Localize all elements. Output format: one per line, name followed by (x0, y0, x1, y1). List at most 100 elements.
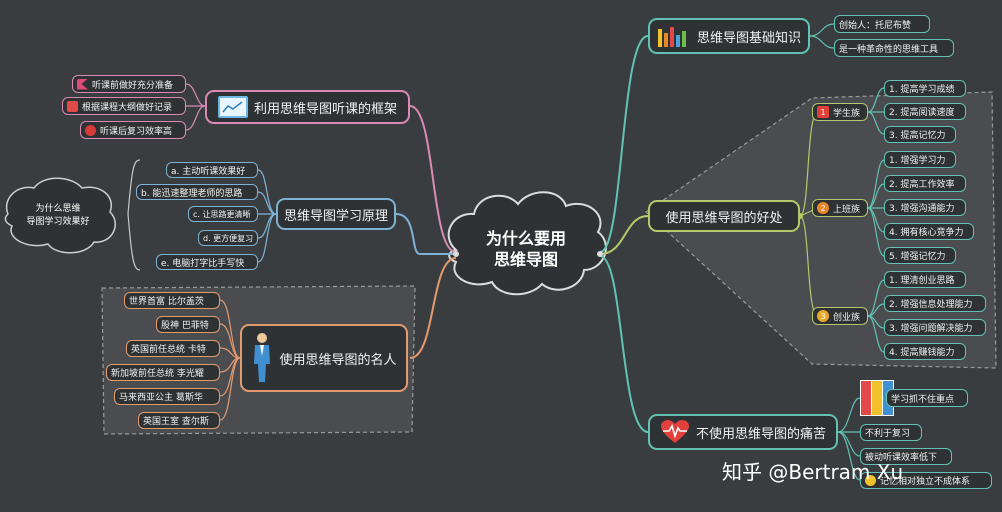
celebrities-title: 使用思维导图的名人 (279, 352, 397, 368)
worker-benefit-5[interactable]: 5. 增强记忆力 (884, 247, 956, 264)
principle-cloud-note: 为什么思维 导图学习效果好 (14, 203, 102, 229)
worker-benefit-1-label: 1. 增强学习力 (889, 156, 946, 166)
basics-item-1-label: 创始人：托尼布赞 (839, 20, 912, 31)
pain-item-1[interactable]: 学习抓不住重点 (886, 389, 968, 407)
group-founders[interactable]: 3 创业族 (812, 307, 868, 325)
celebrity-item-3-label: 英国前任总统 卡特 (131, 345, 206, 355)
founder-benefit-1[interactable]: 1. 理清创业思路 (884, 271, 966, 288)
central-topic-line-1: 为什么要用 (485, 229, 566, 248)
central-topic[interactable]: 为什么要用 思维导图 (470, 228, 582, 270)
student-benefit-1-label: 1. 提高学习成绩 (889, 85, 955, 95)
lightbulb-icon (865, 475, 876, 486)
founder-benefit-1-label: 1. 理清创业思路 (889, 276, 955, 286)
principle-item-c-label: c. 让思路更清晰 (193, 209, 251, 219)
worker-benefit-3-label: 3. 增强沟通能力 (889, 204, 955, 214)
group-founders-label: 创业族 (833, 312, 861, 323)
founder-benefit-2-label: 2. 增强信息处理能力 (889, 300, 973, 310)
worker-benefit-2-label: 2. 提高工作效率 (889, 180, 955, 190)
celebrity-item-2-label: 股神 巴菲特 (161, 321, 209, 331)
cloud-line-2: 导图学习效果好 (26, 217, 90, 227)
pain-title: 不使用思维导图的痛苦 (695, 426, 826, 442)
celebrity-item-6[interactable]: 英国王室 查尔斯 (138, 412, 220, 429)
framework-title: 利用思维导图听课的框架 (253, 101, 397, 117)
number-1-icon: 1 (817, 106, 829, 118)
record-icon (85, 124, 96, 136)
bar-chart-icon (657, 27, 686, 47)
student-benefit-1[interactable]: 1. 提高学习成绩 (884, 80, 966, 97)
monitor-chart-icon (217, 96, 248, 118)
worker-benefit-4[interactable]: 4. 拥有核心竞争力 (884, 223, 974, 240)
principle-item-b-label: b. 能迅速整理老师的思路 (141, 188, 243, 199)
principle-item-c[interactable]: c. 让思路更清晰 (188, 206, 258, 222)
framework-item-1-label: 听课前做好充分准备 (92, 80, 174, 91)
principle-item-b[interactable]: b. 能迅速整理老师的思路 (136, 184, 258, 200)
group-students-label: 学生族 (833, 108, 861, 119)
flag-icon (77, 78, 88, 90)
framework-topic[interactable]: 利用思维导图听课的框架 (205, 90, 410, 124)
pain-item-1-label: 学习抓不住重点 (891, 394, 955, 405)
framework-item-2-label: 根据课程大纲做好记录 (82, 102, 173, 113)
group-students[interactable]: 1 学生族 (812, 103, 868, 121)
pain-item-4[interactable]: 记忆相对独立不成体系 (860, 472, 992, 489)
central-topic-line-2: 思维导图 (493, 250, 558, 269)
principle-topic[interactable]: 思维导图学习原理 (276, 198, 396, 230)
benefits-topic[interactable]: 使用思维导图的好处 (648, 200, 800, 232)
pain-item-3[interactable]: 被动听课效率低下 (860, 448, 952, 465)
pain-item-3-label: 被动听课效率低下 (865, 453, 938, 463)
student-benefit-2-label: 2. 提高阅读速度 (889, 108, 955, 118)
basics-topic[interactable]: 思维导图基础知识 (648, 18, 810, 54)
celebrity-item-1-label: 世界首富 比尔盖茨 (129, 297, 204, 307)
celebrity-item-4-label: 新加坡前任总统 李光耀 (111, 369, 204, 379)
principle-item-a-label: a. 主动听课效果好 (171, 166, 246, 177)
worker-benefit-2[interactable]: 2. 提高工作效率 (884, 175, 966, 192)
founder-benefit-2[interactable]: 2. 增强信息处理能力 (884, 295, 986, 312)
cloud-line-1: 为什么思维 (35, 204, 81, 214)
principle-item-d[interactable]: d. 更方便复习 (198, 230, 258, 246)
document-icon (67, 100, 78, 112)
founder-benefit-3-label: 3. 增强问题解决能力 (889, 324, 973, 334)
celebrity-item-5[interactable]: 马来西亚公主 葛斯华 (114, 388, 220, 405)
group-workers[interactable]: 2 上班族 (812, 199, 868, 217)
celebrity-item-1[interactable]: 世界首富 比尔盖茨 (124, 292, 220, 309)
person-icon (254, 333, 271, 382)
founder-benefit-3[interactable]: 3. 增强问题解决能力 (884, 319, 986, 336)
number-3-icon: 3 (817, 310, 829, 322)
celebrity-item-3[interactable]: 英国前任总统 卡特 (126, 340, 220, 357)
basics-item-2-label: 是一种革命性的思维工具 (839, 44, 939, 55)
principle-item-e[interactable]: e. 电脑打字比手写快 (156, 254, 258, 270)
worker-benefit-3[interactable]: 3. 增强沟通能力 (884, 199, 966, 216)
worker-benefit-5-label: 5. 增强记忆力 (889, 252, 946, 262)
worker-benefit-1[interactable]: 1. 增强学习力 (884, 151, 956, 168)
framework-item-3-label: 听课后复习效率高 (100, 126, 173, 137)
group-workers-label: 上班族 (833, 204, 861, 215)
celebrities-topic[interactable]: 使用思维导图的名人 (240, 324, 408, 392)
center-cloud (447, 191, 607, 296)
basics-item-2[interactable]: 是一种革命性的思维工具 (834, 39, 954, 57)
principle-item-e-label: e. 电脑打字比手写快 (161, 258, 245, 269)
student-benefit-3[interactable]: 3. 提高记忆力 (884, 126, 956, 143)
pain-topic[interactable]: 不使用思维导图的痛苦 (648, 414, 838, 450)
principle-item-d-label: d. 更方便复习 (203, 233, 254, 243)
founder-benefit-4[interactable]: 4. 提高赚钱能力 (884, 343, 966, 360)
celebrity-item-2[interactable]: 股神 巴菲特 (156, 316, 220, 333)
pain-item-4-label: 记忆相对独立不成体系 (880, 477, 971, 487)
framework-item-2[interactable]: 根据课程大纲做好记录 (62, 97, 186, 115)
principle-item-a[interactable]: a. 主动听课效果好 (166, 162, 258, 178)
benefits-title: 使用思维导图的好处 (665, 210, 783, 226)
student-benefit-3-label: 3. 提高记忆力 (889, 131, 946, 141)
pain-item-2-label: 不利于复习 (865, 429, 911, 439)
zhihu-watermark: 知乎 @Bertram Xu (722, 460, 904, 484)
basics-item-1[interactable]: 创始人：托尼布赞 (834, 15, 930, 33)
celebrity-item-5-label: 马来西亚公主 葛斯华 (119, 393, 203, 403)
framework-item-3[interactable]: 听课后复习效率高 (80, 121, 186, 139)
celebrity-item-4[interactable]: 新加坡前任总统 李光耀 (106, 364, 220, 381)
worker-benefit-4-label: 4. 拥有核心竞争力 (889, 228, 964, 238)
student-benefit-2[interactable]: 2. 提高阅读速度 (884, 103, 966, 120)
celebrity-item-6-label: 英国王室 查尔斯 (143, 417, 209, 427)
pain-item-2[interactable]: 不利于复习 (860, 424, 922, 441)
number-2-icon: 2 (817, 202, 829, 214)
basics-title: 思维导图基础知识 (696, 30, 801, 46)
heart-pulse-icon (660, 420, 689, 443)
framework-item-1[interactable]: 听课前做好充分准备 (72, 75, 186, 93)
principle-title: 思维导图学习原理 (283, 208, 388, 224)
